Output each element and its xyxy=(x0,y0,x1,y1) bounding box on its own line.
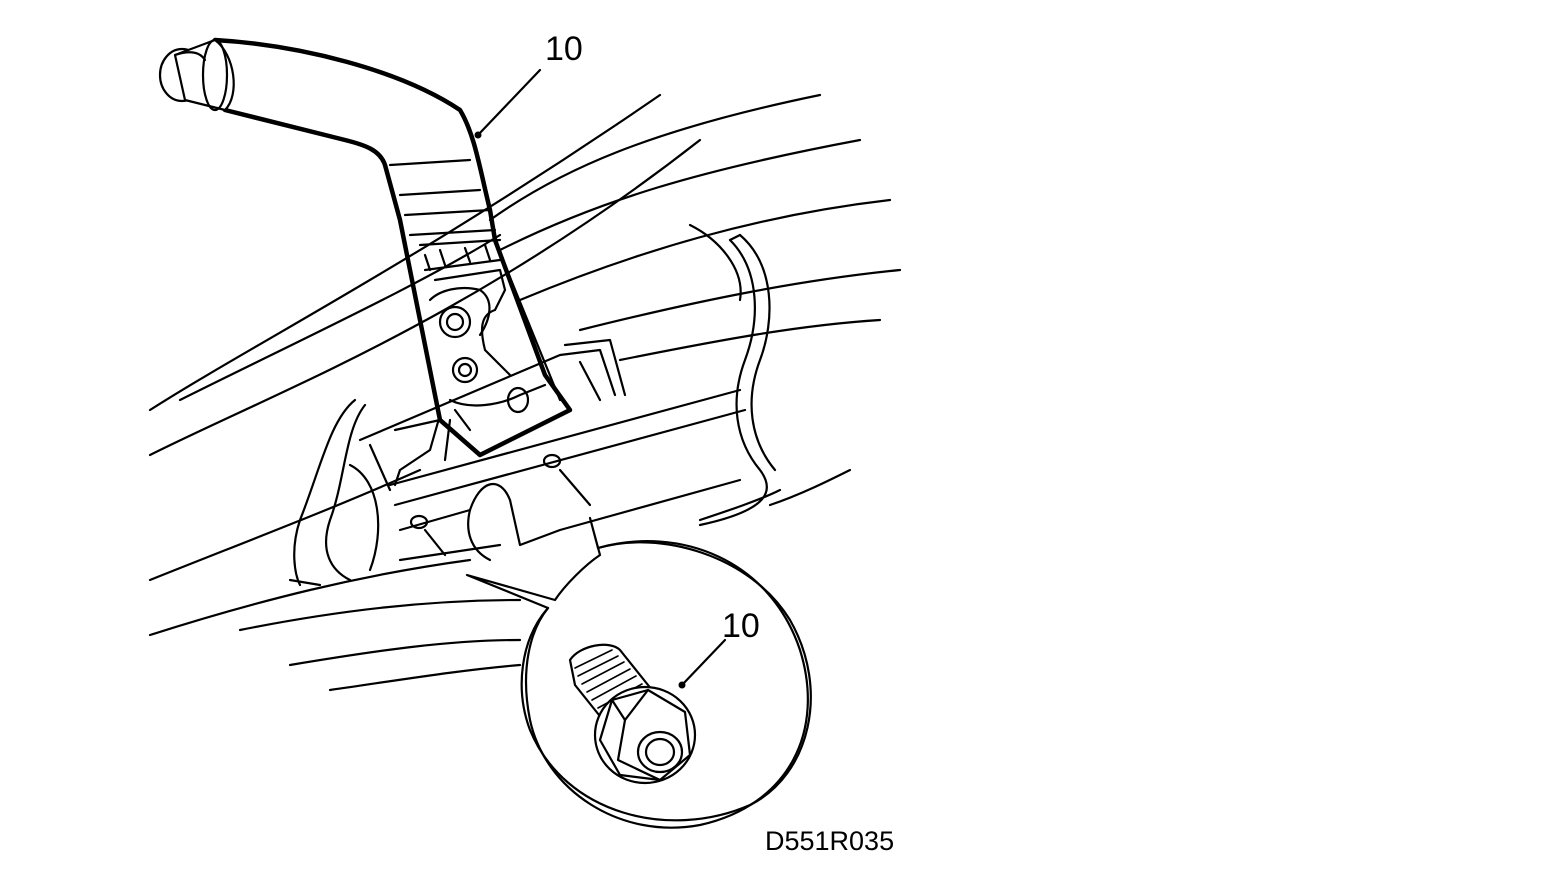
mount-hole-left xyxy=(409,514,429,530)
console-tray xyxy=(358,338,627,492)
leader-lines xyxy=(423,468,592,557)
lever-rivet-lower xyxy=(451,356,479,384)
left-flange xyxy=(288,398,380,587)
bolt-callout-label: 10 xyxy=(722,607,760,645)
lever-grip xyxy=(158,38,235,112)
lever-callout-label: 10 xyxy=(545,30,583,68)
lever-rivet-lower-inner xyxy=(457,362,473,378)
mount-hole-right xyxy=(542,453,562,469)
lever-rivet-upper-inner xyxy=(445,312,465,332)
figure-code: D551R035 xyxy=(765,826,894,856)
flange-bolt-icon xyxy=(568,643,697,785)
bolt-callout: 10 xyxy=(678,607,760,689)
bolt-detail-bubble xyxy=(465,516,812,829)
mounting-rail xyxy=(388,388,747,562)
lever-slot xyxy=(506,386,530,414)
floor-contour-lines xyxy=(148,93,902,692)
lever-callout: 10 xyxy=(474,30,583,139)
side-panel xyxy=(688,223,777,527)
parking-brake-lever xyxy=(212,37,573,487)
lever-rivet-upper xyxy=(438,305,472,339)
